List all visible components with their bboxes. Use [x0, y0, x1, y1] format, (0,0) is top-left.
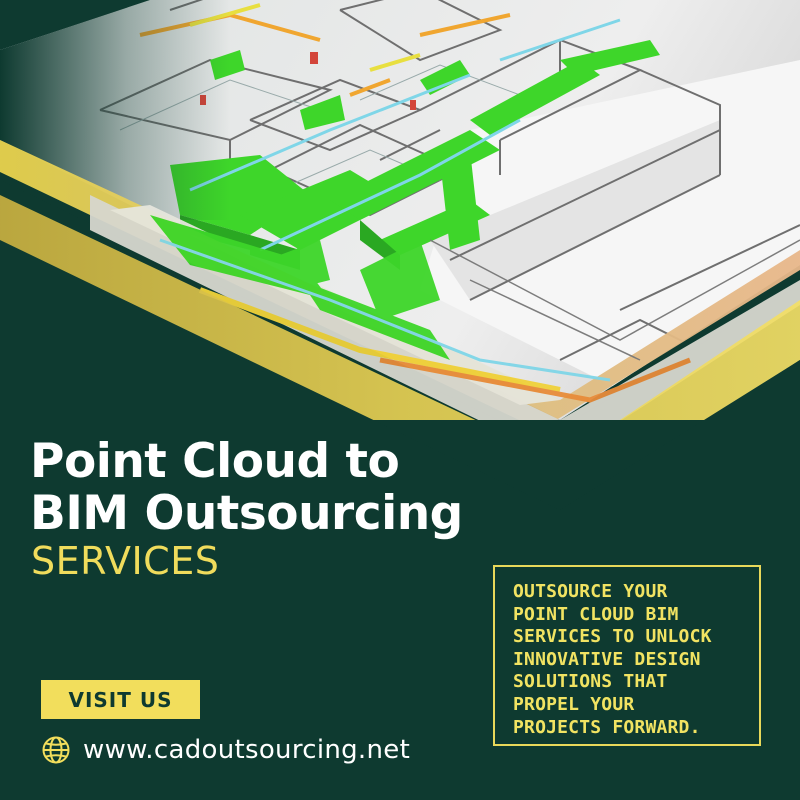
- headline-line-1: Point Cloud to: [30, 434, 400, 489]
- tagline-line: OUTSOURCE YOUR: [513, 581, 668, 602]
- website-link[interactable]: www.cadoutsourcing.net: [41, 734, 410, 766]
- website-url[interactable]: www.cadoutsourcing.net: [83, 735, 411, 765]
- headline-line-2: BIM Outsourcing: [30, 486, 463, 541]
- tagline-line: INNOVATIVE DESIGN: [513, 648, 701, 670]
- tagline-line: PROPEL YOUR: [513, 693, 635, 715]
- headline-services: SERVICES: [31, 539, 220, 583]
- globe-icon: [42, 736, 70, 764]
- visit-us-button[interactable]: VISIT US: [41, 680, 200, 719]
- tagline-line: SOLUTIONS THAT: [513, 671, 668, 693]
- bottom-panel-base: [0, 240, 800, 800]
- tagline-line: POINT CLOUD BIM: [513, 603, 679, 625]
- bim-model-lower: [90, 195, 800, 460]
- tagline-line: PROJECTS FORWARD.: [513, 716, 701, 738]
- tagline-line: SERVICES TO UNLOCK: [513, 626, 712, 648]
- tagline-box: OUTSOURCE YOUR POINT CLOUD BIM SERVICES …: [493, 565, 761, 746]
